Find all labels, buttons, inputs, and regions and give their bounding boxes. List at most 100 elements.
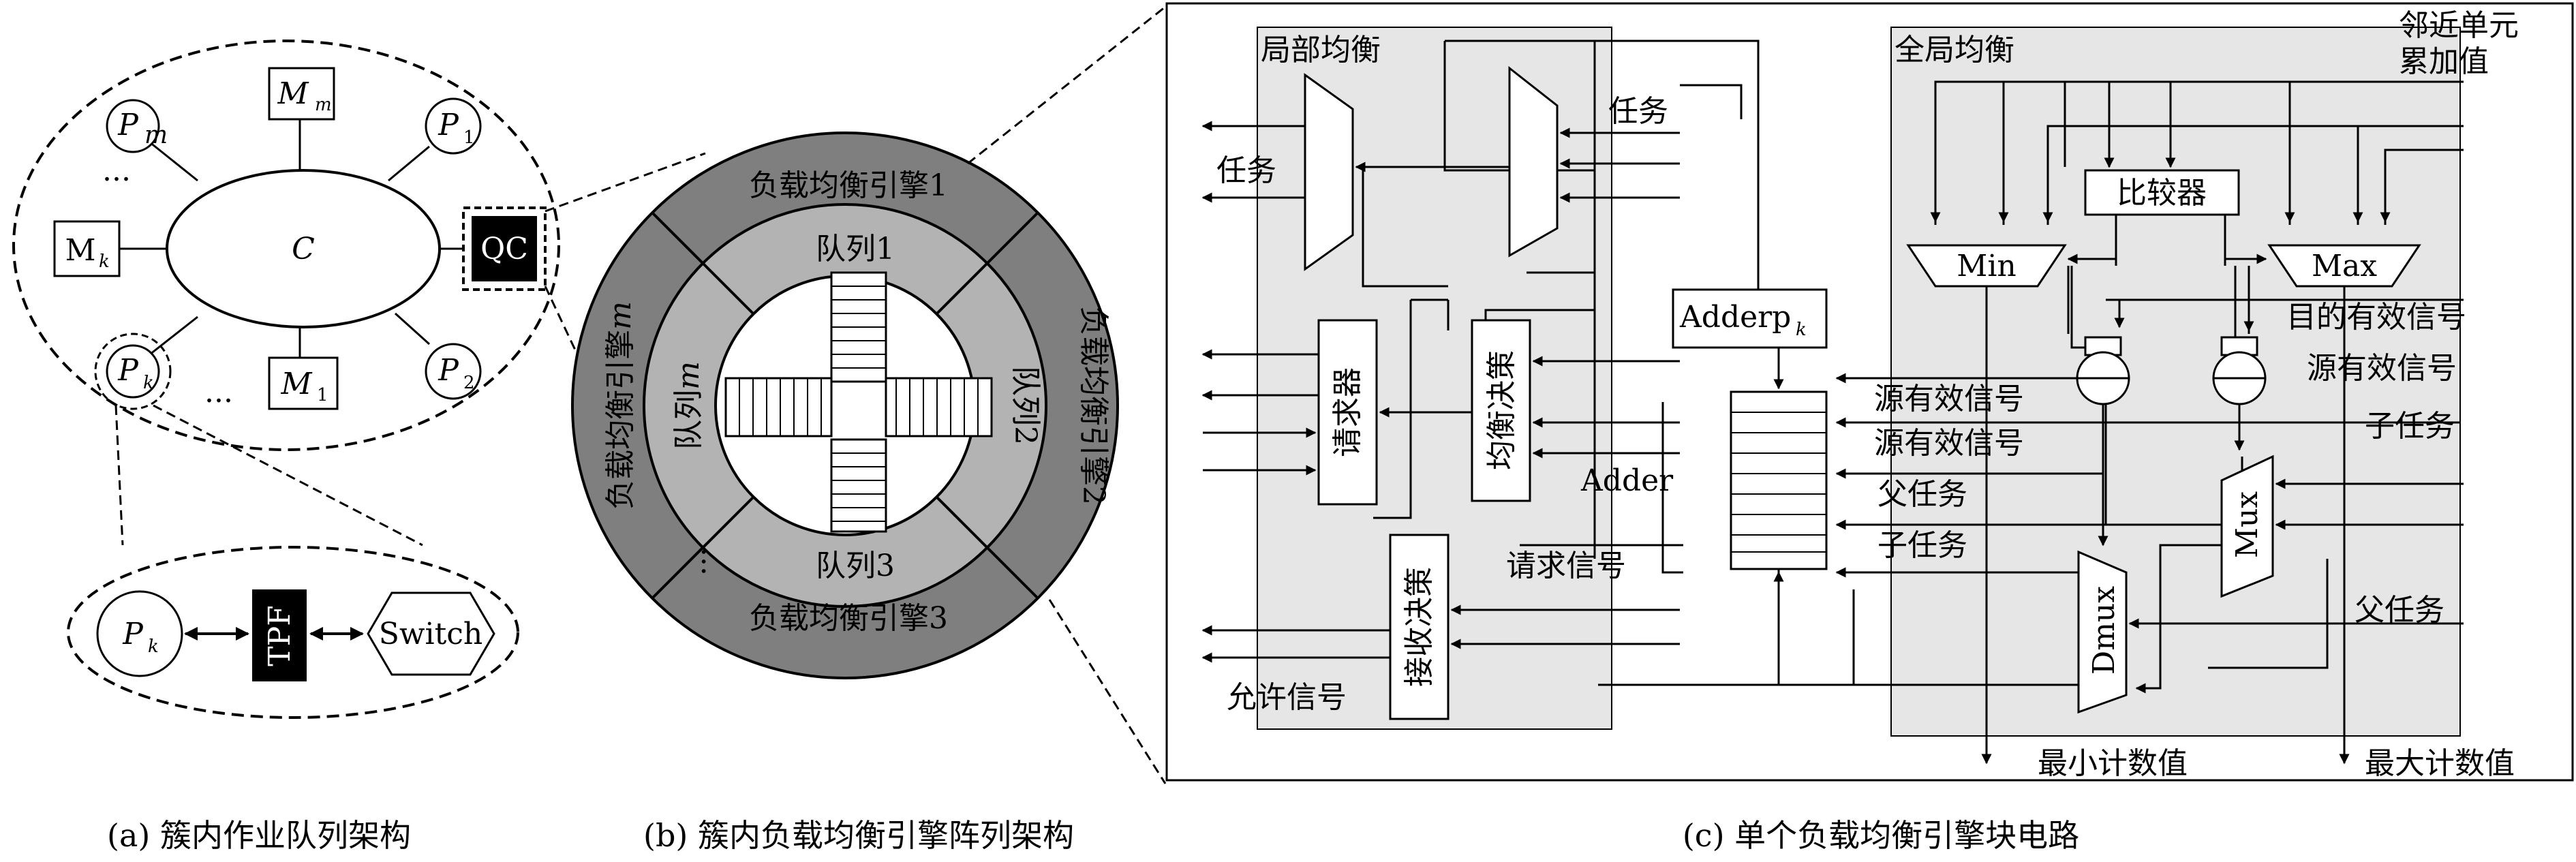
parent-task-label-1: 父任务 <box>1877 477 1967 512</box>
detail-pk-sub: k <box>148 636 159 657</box>
zoom-line-ring-top <box>967 5 1166 165</box>
zoom-line-qc-top <box>545 152 706 213</box>
m1-sub: 1 <box>317 385 328 405</box>
queue-m-label: 队列m <box>671 361 706 450</box>
mk-sub: k <box>99 251 110 272</box>
task-queue-register <box>1730 390 1828 570</box>
permit-signal-label: 允许信号 <box>1227 680 1347 715</box>
pm-sub: m <box>144 121 168 149</box>
queue-stack-top <box>830 271 887 383</box>
neighbor-sum-label-1: 邻近单元 <box>2399 8 2519 43</box>
m1-label: M <box>280 367 312 401</box>
panel-a: C P m M m P 1 ... M k QC P k ... M 1 <box>12 40 560 854</box>
p1-sub: 1 <box>463 127 475 148</box>
requester-block <box>1317 319 1378 506</box>
p2-label: P <box>438 353 459 388</box>
tpf-block <box>252 589 307 681</box>
processor-node-pk-highlight <box>94 333 172 410</box>
node-detail-boundary <box>67 546 519 719</box>
task-out-label: 任务 <box>1216 153 1276 188</box>
memory-node-m1 <box>268 356 339 410</box>
mk-label: M <box>65 233 95 268</box>
queue-register-slots <box>1731 412 1826 553</box>
cluster-links <box>119 119 470 358</box>
p2-sub: 2 <box>463 373 475 393</box>
zoom-line-ring-bottom <box>1048 599 1167 784</box>
circuit-frame <box>1165 2 2574 782</box>
dmux-label: Dmux <box>2087 586 2121 675</box>
central-node <box>166 169 441 328</box>
pk-label: P <box>117 353 139 388</box>
child-task-label-2: 子任务 <box>2365 409 2455 444</box>
caption-c: (c) 单个负载均衡引擎块电路 <box>1683 817 2079 854</box>
ellipsis-bottom: ... <box>204 375 233 410</box>
ring-ellipsis: ... <box>678 547 713 576</box>
qc-label: QC <box>480 232 528 266</box>
comparator-label: 比较器 <box>2117 176 2207 211</box>
adderp-label: Adderp <box>1679 300 1791 335</box>
comparator-block <box>2084 169 2240 216</box>
mux-to-dmux <box>2135 544 2222 694</box>
max-selector <box>2267 244 2421 288</box>
src-valid-label-3: 源有效信号 <box>2307 351 2457 386</box>
ring-dividers <box>651 211 1039 600</box>
engine-m-label: 负载均衡引擎m <box>603 301 638 510</box>
src-valid-label-2: 源有效信号 <box>1874 426 2024 461</box>
child-task-label-1: 子任务 <box>1877 528 1967 563</box>
receive-decision-label: 接收决策 <box>1402 567 1437 687</box>
caption-a: (a) 簇内作业队列架构 <box>107 817 411 854</box>
ellipsis-left: ... <box>102 153 131 188</box>
engine-1-label: 负载均衡引擎1 <box>749 168 948 203</box>
dest-valid-wire <box>2114 298 2464 328</box>
balance-decision-label: 均衡决策 <box>1484 350 1519 470</box>
processor-node-pk <box>106 344 160 399</box>
engine-3-label: 负载均衡引擎3 <box>749 601 948 636</box>
task-select-mux-right <box>1508 65 1559 258</box>
mux-label: Mux <box>2230 491 2265 558</box>
src-valid-label-1: 源有效信号 <box>1874 382 2024 416</box>
caption-b: (b) 簇内负载均衡引擎阵列架构 <box>643 817 1074 854</box>
queue-1-label: 队列1 <box>816 232 895 266</box>
request-signal-label: 请求信号 <box>1506 549 1626 583</box>
gate-right <box>2212 336 2267 405</box>
qc-node <box>472 216 537 281</box>
receive-decision-block <box>1389 534 1450 720</box>
queue-3-label: 队列3 <box>816 549 895 583</box>
queue-2-label: 队列2 <box>1008 366 1043 445</box>
global-balance-label: 全局均衡 <box>1895 33 2014 67</box>
panel-c: 局部均衡 全局均衡 邻近单元 累加值 任务 <box>1165 2 2574 854</box>
processor-node-pm <box>106 99 160 153</box>
max-label: Max <box>2312 249 2377 283</box>
adderp-block <box>1672 288 1828 349</box>
requester-label: 请求器 <box>1330 367 1365 457</box>
queue-stack-bottom <box>830 438 887 533</box>
switch-label: Switch <box>379 617 483 651</box>
mm-sub: m <box>315 95 332 115</box>
pk-sub: k <box>143 373 154 393</box>
memory-node-mk <box>53 220 121 277</box>
task-select-mux-left <box>1304 73 1354 271</box>
memory-node-mm <box>268 67 335 121</box>
central-label: C <box>292 232 315 266</box>
min-label: Min <box>1957 249 2016 283</box>
adderp-to-mux <box>1445 40 1760 290</box>
local-balance-label: 局部均衡 <box>1261 33 1381 67</box>
parent-task-label-2: 父任务 <box>2355 593 2444 628</box>
tpf-label: TPF <box>262 605 297 666</box>
neighbor-sum-label-2: 累加值 <box>2399 44 2489 79</box>
mux-block <box>2220 455 2274 598</box>
detail-pk <box>96 590 183 677</box>
queue-stack-left <box>724 377 833 437</box>
min-selector <box>1906 244 2067 288</box>
processor-node-p2 <box>425 343 482 400</box>
switch-node <box>367 591 495 676</box>
dest-valid-label: 目的有效信号 <box>2286 300 2466 335</box>
queue-stack-right <box>885 377 993 437</box>
mm-label: M <box>277 76 309 111</box>
balance-decision-block <box>1471 319 1531 502</box>
engine-2-label: 负载均衡引擎2 <box>1076 306 1111 505</box>
cluster-boundary <box>12 40 560 451</box>
max-count-label: 最大计数值 <box>2365 746 2515 781</box>
adderp-sub: k <box>1796 320 1807 340</box>
